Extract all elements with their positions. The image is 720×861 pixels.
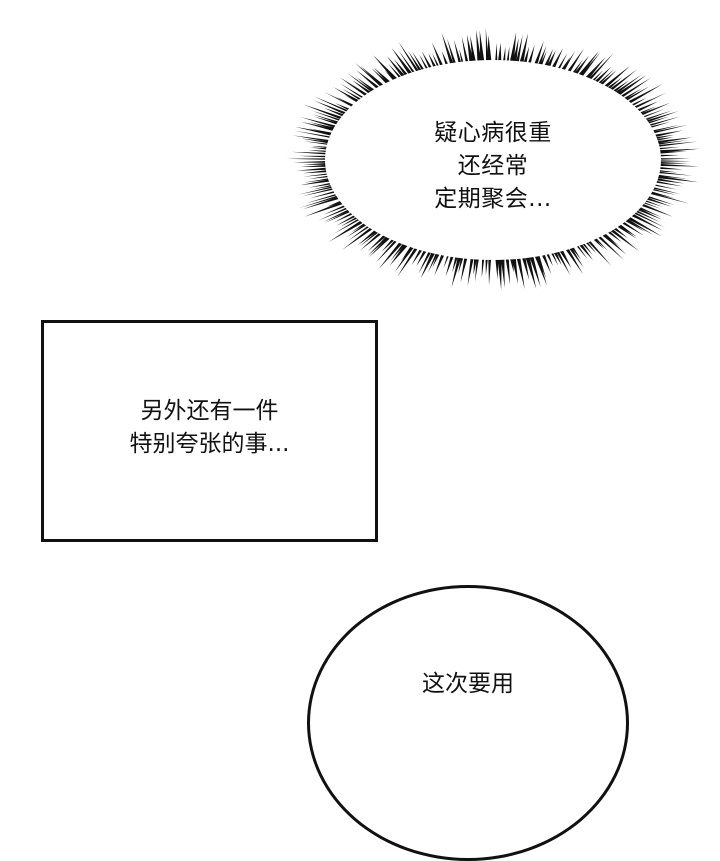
speech-bubble-text: 这次要用 — [310, 668, 626, 701]
oval-speech-bubble: 这次要用 — [307, 585, 629, 861]
burst-outline-icon — [286, 28, 700, 290]
narration-line: 另外还有一件 — [140, 398, 279, 424]
bubble-line: 定期聚会... — [434, 186, 552, 212]
narration-box: 另外还有一件 特别夸张的事... — [41, 320, 378, 542]
spiky-thought-bubble: 疑心病很重 还经常 定期聚会... — [282, 22, 704, 298]
narration-line: 特别夸张的事... — [129, 431, 290, 457]
spiky-bubble-text: 疑心病很重 还经常 定期聚会... — [282, 117, 704, 216]
narration-text: 另外还有一件 特别夸张的事... — [44, 395, 375, 461]
speech-line: 这次要用 — [422, 671, 514, 697]
bubble-line: 疑心病很重 — [434, 120, 552, 146]
bubble-line: 还经常 — [457, 153, 529, 179]
